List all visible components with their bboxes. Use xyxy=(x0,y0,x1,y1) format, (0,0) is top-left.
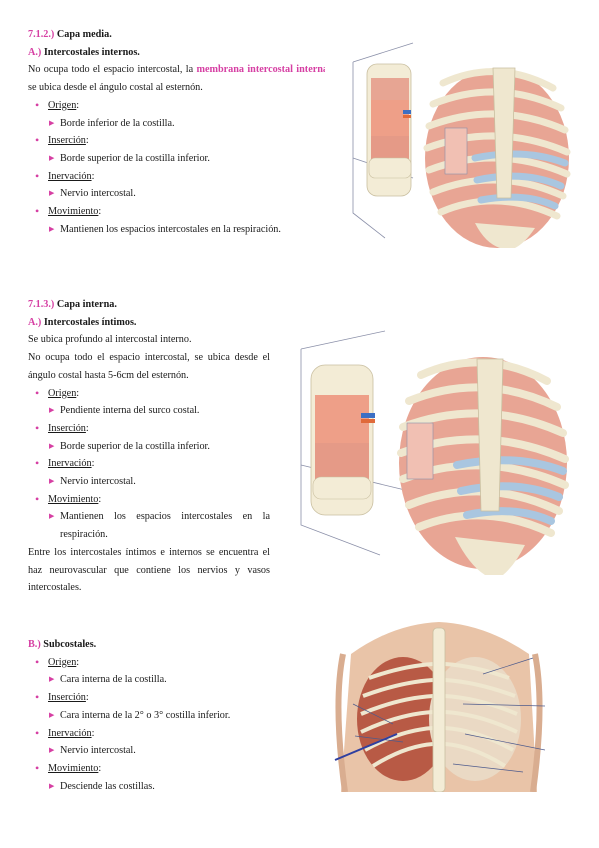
list-item: Movimiento: xyxy=(28,203,328,221)
subsection-letter: A.) xyxy=(28,316,42,328)
subsection-heading: B.) Subcostales. xyxy=(28,636,318,654)
list-item: Movimiento: xyxy=(28,760,318,778)
thorax-illustration-subcostales xyxy=(333,614,545,792)
list-item: Movimiento: xyxy=(28,491,270,509)
subsection-letter: B.) xyxy=(28,639,41,650)
list-detail: ▶Borde superior de la costilla inferior. xyxy=(28,438,270,456)
triangle-right-icon: ▶ xyxy=(49,406,55,415)
section-title: Capa interna. xyxy=(56,299,117,310)
triangle-right-icon: ▶ xyxy=(49,224,55,233)
property-list: Origen: ▶Cara interna de la costilla. In… xyxy=(28,654,318,796)
section-heading: 7.1.2.) Capa media. xyxy=(28,26,328,44)
triangle-right-icon: ▶ xyxy=(49,441,55,450)
list-detail: ▶Cara interna de la costilla. xyxy=(28,671,318,689)
triangle-right-icon: ▶ xyxy=(49,746,55,755)
intro-paragraph: No ocupa todo el espacio intercostal, se… xyxy=(28,352,270,381)
triangle-right-icon: ▶ xyxy=(49,118,55,127)
intro-line: Se ubica profundo al intercostal interno… xyxy=(28,334,192,346)
property-list: Origen: ▶Borde inferior de la costilla. … xyxy=(28,97,328,239)
triangle-right-icon: ▶ xyxy=(49,477,55,486)
list-detail: ▶Borde superior de la costilla inferior. xyxy=(28,150,328,168)
list-item: Origen: xyxy=(28,654,318,672)
section-capa-interna: 7.1.3.) Capa interna. A.) Intercostales … xyxy=(28,296,270,597)
list-detail: ▶Pendiente interna del surco costal. xyxy=(28,402,270,420)
section-number: 7.1.3.) xyxy=(28,299,55,310)
list-item: Inserción: xyxy=(28,132,328,150)
property-list: Origen: ▶Pendiente interna del surco cos… xyxy=(28,385,270,544)
triangle-right-icon: ▶ xyxy=(49,512,55,521)
highlight-term: membrana intercostal interna xyxy=(196,64,328,76)
list-detail: ▶Nervio intercostal. xyxy=(28,742,318,760)
list-detail: ▶Borde inferior de la costilla. xyxy=(28,115,328,133)
triangle-right-icon: ▶ xyxy=(49,675,55,684)
section-subcostales: B.) Subcostales. Origen: ▶Cara interna d… xyxy=(28,636,318,795)
section-title: Capa media. xyxy=(56,29,112,40)
list-item: Inserción: xyxy=(28,420,270,438)
list-detail: ▶Cara interna de la 2° o 3° costilla inf… xyxy=(28,707,318,725)
triangle-right-icon: ▶ xyxy=(49,189,55,198)
triangle-right-icon: ▶ xyxy=(49,710,55,719)
list-detail: ▶Mantienen los espacios intercostales en… xyxy=(28,508,270,543)
subsection-title: Subcostales. xyxy=(43,639,97,650)
list-detail: ▶Mantienen los espacios intercostales en… xyxy=(28,221,328,239)
subsection-letter: A.) xyxy=(28,46,42,58)
triangle-right-icon: ▶ xyxy=(49,153,55,162)
subsection-title: Intercostales íntimos. xyxy=(43,316,137,328)
list-detail: ▶Desciende las costillas. xyxy=(28,778,318,796)
list-detail: ▶Nervio intercostal. xyxy=(28,473,270,491)
list-detail: ▶Nervio intercostal. xyxy=(28,185,328,203)
triangle-right-icon: ▶ xyxy=(49,781,55,790)
section-capa-media: 7.1.2.) Capa media. A.) Intercostales in… xyxy=(28,26,328,238)
list-item: Inervación: xyxy=(28,455,270,473)
list-item: Inervación: xyxy=(28,168,328,186)
ribcage-illustration-innermost-intercostals xyxy=(285,325,575,580)
subsection-heading: A.) Intercostales internos. xyxy=(28,44,328,62)
subsection-title: Intercostales internos. xyxy=(43,46,140,58)
ribcage-illustration-internal-intercostals xyxy=(325,38,573,250)
list-item: Inserción: xyxy=(28,689,318,707)
list-item: Origen: xyxy=(28,385,270,403)
list-item: Inervación: xyxy=(28,725,318,743)
list-item: Origen: xyxy=(28,97,328,115)
section-heading: 7.1.3.) Capa interna. xyxy=(28,296,270,314)
closing-paragraph: Entre los intercostales íntimos e intern… xyxy=(28,546,270,594)
intro-paragraph: No ocupa todo el espacio intercostal, la… xyxy=(28,64,328,94)
subsection-heading: A.) Intercostales íntimos. xyxy=(28,314,270,332)
section-number: 7.1.2.) xyxy=(28,29,55,40)
